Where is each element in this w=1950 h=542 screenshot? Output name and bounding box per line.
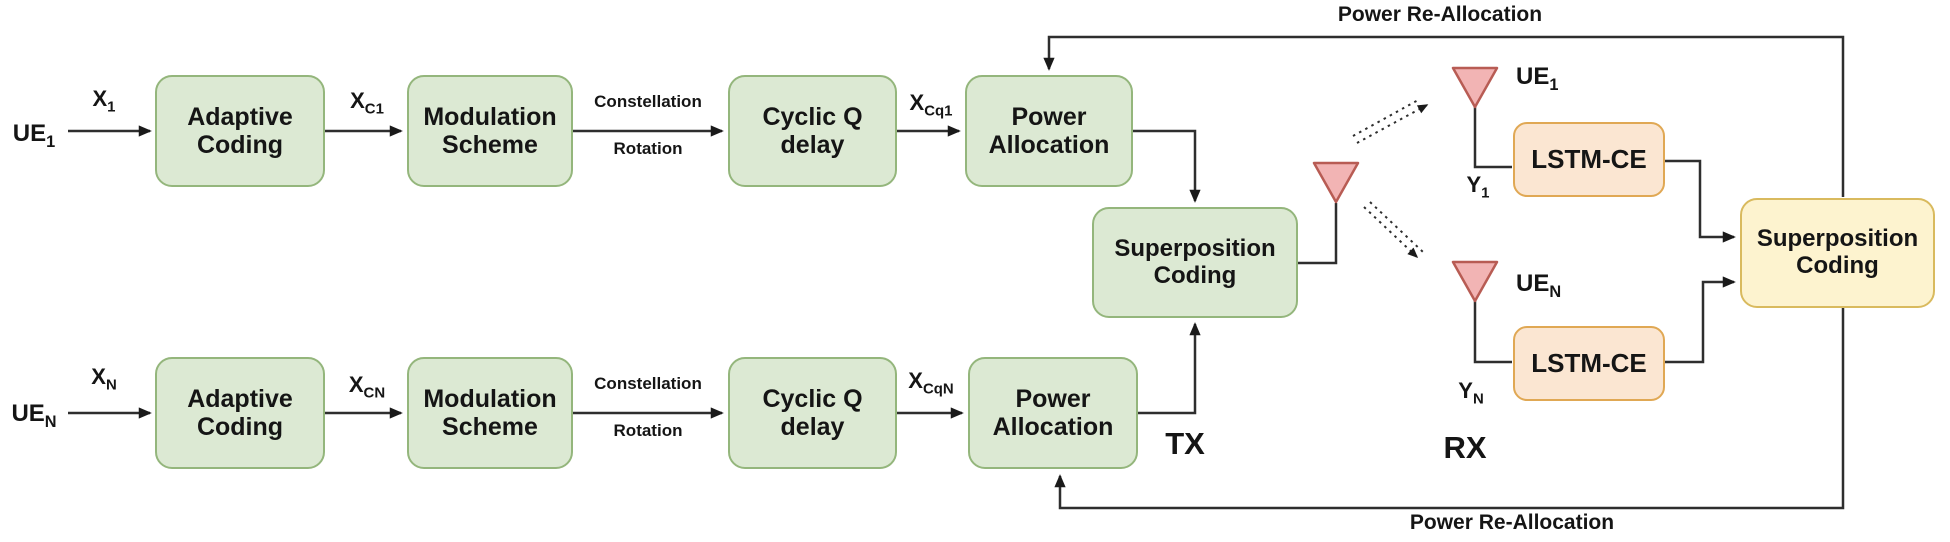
rx-antennaN-to-lstm2	[1473, 301, 1512, 364]
lstm2-to-superposition-rx	[1665, 276, 1736, 364]
power-reallocation-bottom-label: Power Re-Allocation	[1409, 511, 1615, 534]
wireless-link-uen-parallel	[1369, 201, 1424, 253]
signal-label-yn: YN	[1458, 378, 1484, 408]
signal-label-xcn: XCN	[348, 372, 386, 402]
tx-region-label: TX	[1165, 426, 1205, 461]
block-modulation-scheme-n: Modulation Scheme	[407, 357, 573, 469]
block-adaptive-coding-1: Adaptive Coding	[155, 75, 325, 187]
block-cyclic-q-delay-1: Cyclic Q delay	[728, 75, 897, 187]
lstm1-to-superposition-rx	[1665, 159, 1736, 243]
block-lstm-ce-n: LSTM-CE	[1513, 326, 1665, 401]
rotation-label-n: Rotation	[613, 421, 683, 440]
wireless-link-ue1-parallel	[1352, 98, 1421, 137]
feedback-top-line	[1043, 35, 1845, 197]
wireless-link-uen	[1363, 206, 1419, 259]
block-modulation-scheme-1: Modulation Scheme	[407, 75, 573, 187]
ue1-receiver-label: UE1	[1516, 63, 1559, 94]
signal-label-y1: Y1	[1466, 172, 1490, 202]
block-superposition-coding-rx: Superposition Coding	[1740, 198, 1935, 308]
block-lstm-ce-1: LSTM-CE	[1513, 122, 1665, 197]
signal-label-xcq1: XCq1	[909, 90, 953, 120]
signal-label-x1: X1	[92, 86, 116, 116]
block-power-allocation-n: Power Allocation	[968, 357, 1138, 469]
block-adaptive-coding-n: Adaptive Coding	[155, 357, 325, 469]
arrow-power1-to-superposition	[1133, 129, 1201, 203]
feedback-bottom-line	[1054, 308, 1845, 510]
ue1-source-label: UE1	[12, 120, 56, 151]
constellation-label-n: Constellation	[594, 374, 702, 393]
signal-label-xc1: XC1	[350, 88, 384, 118]
power-reallocation-top-label: Power Re-Allocation	[1337, 3, 1543, 26]
rx-region-label: RX	[1443, 430, 1487, 465]
uen-source-label: UEN	[11, 400, 57, 431]
block-cyclic-q-delay-n: Cyclic Q delay	[728, 357, 897, 469]
superposition-to-tx-antenna	[1298, 203, 1338, 265]
rx-antenna1-to-lstm1	[1473, 107, 1512, 169]
block-superposition-coding-tx: Superposition Coding	[1092, 207, 1298, 318]
block-power-allocation-1: Power Allocation	[965, 75, 1133, 187]
constellation-label-1: Constellation	[594, 92, 702, 111]
signal-label-xn: XN	[91, 364, 117, 394]
rx-antenna-uen-icon	[1451, 260, 1499, 303]
rotation-label-1: Rotation	[613, 139, 683, 158]
rx-antenna-ue1-icon	[1451, 66, 1499, 109]
wireless-link-ue1	[1356, 104, 1429, 144]
tx-antenna-icon	[1312, 161, 1360, 204]
signal-label-xcqn: XCqN	[908, 368, 954, 398]
uen-receiver-label: UEN	[1516, 270, 1562, 301]
arrow-power2-to-superposition	[1138, 322, 1201, 415]
